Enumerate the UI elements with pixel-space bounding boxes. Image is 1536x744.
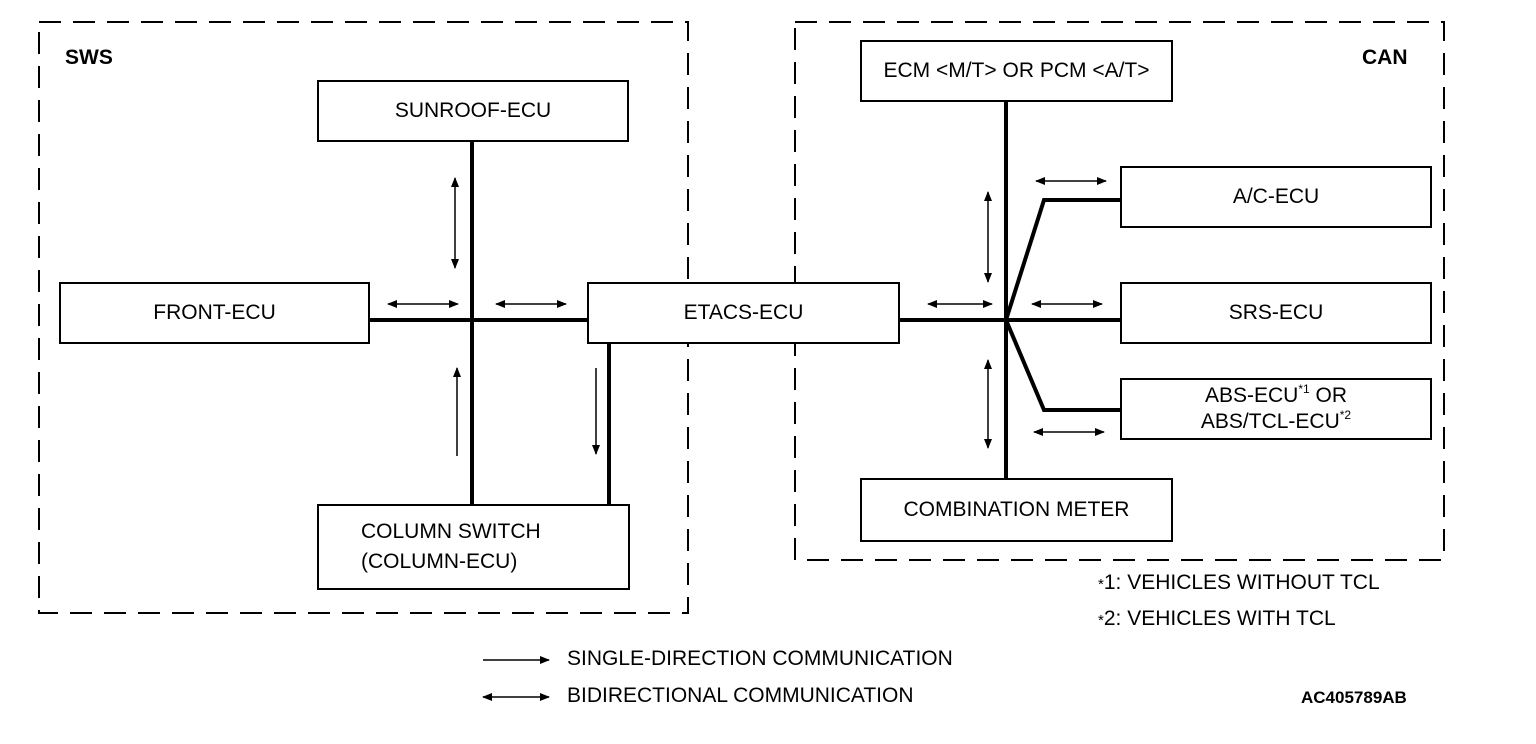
front-ecu-box: FRONT-ECU: [59, 282, 370, 344]
front-ecu-label: FRONT-ECU: [153, 301, 276, 324]
sunroof-ecu-label: SUNROOF-ECU: [394, 99, 552, 122]
sws-bus: [369, 140, 611, 506]
ac-ecu-box: A/C-ECU: [1120, 166, 1432, 228]
footnote-1-text: 1: VEHICLES WITHOUT TCL: [1103, 571, 1380, 594]
combination-meter-box: COMBINATION METER: [860, 478, 1173, 542]
combination-meter-label: COMBINATION METER: [903, 498, 1130, 521]
abs-tcl-ecu-label: ABS/TCL-ECU*2: [1200, 408, 1352, 433]
ecm-pcm-box: ECM <M/T> OR PCM <A/T>: [860, 40, 1173, 102]
can-region-label: CAN: [1362, 46, 1408, 69]
legend-single-label: SINGLE-DIRECTION COMMUNICATION: [567, 647, 953, 670]
sws-region-border: [38, 21, 689, 614]
abs-ecu-box: ABS-ECU*1 OR ABS/TCL-ECU*2: [1120, 378, 1432, 440]
legend-bidirectional-label: BIDIRECTIONAL COMMUNICATION: [567, 684, 914, 707]
can-region-border: [794, 21, 1445, 561]
footnote-mark-2: *2: [1339, 408, 1352, 422]
srs-ecu-label: SRS-ECU: [1228, 301, 1324, 324]
abs-ecu-label: ABS-ECU*1 OR: [1204, 382, 1348, 407]
srs-ecu-box: SRS-ECU: [1120, 282, 1432, 344]
footnote-2-text: 2: VEHICLES WITH TCL: [1103, 607, 1336, 630]
can-bus: [898, 100, 1122, 480]
etacs-ecu-label: ETACS-ECU: [683, 301, 804, 324]
etacs-ecu-box: ETACS-ECU: [587, 282, 900, 344]
footnote-2-mark: *: [1098, 612, 1104, 629]
sunroof-ecu-box: SUNROOF-ECU: [317, 80, 629, 142]
footnote-mark-1: *1: [1298, 382, 1310, 396]
footnote-1-mark: *: [1098, 576, 1104, 593]
communication-arrows: [387, 177, 1107, 701]
column-ecu-label: (COLUMN-ECU): [361, 550, 518, 573]
footnote-1: *1: VEHICLES WITHOUT TCL: [1098, 571, 1380, 595]
column-switch-label: COLUMN SWITCH: [361, 520, 541, 543]
ac-ecu-label: A/C-ECU: [1232, 185, 1320, 208]
column-switch-box: COLUMN SWITCH (COLUMN-ECU): [317, 504, 630, 590]
footnote-2: *2: VEHICLES WITH TCL: [1098, 607, 1336, 631]
figure-id: AC405789AB: [1301, 688, 1407, 707]
ecm-pcm-label: ECM <M/T> OR PCM <A/T>: [883, 59, 1150, 82]
sws-region-label: SWS: [65, 46, 113, 69]
